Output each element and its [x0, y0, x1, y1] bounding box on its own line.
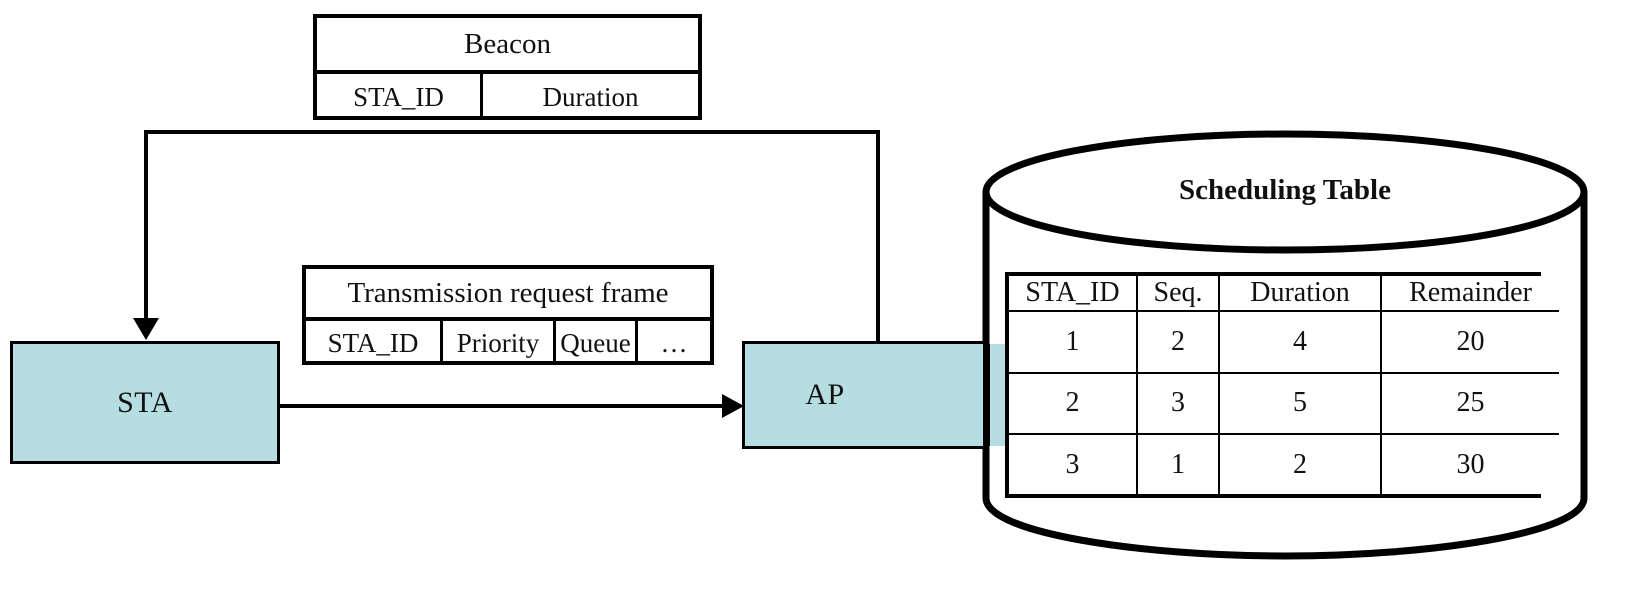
cell-duration: 5: [1218, 371, 1382, 436]
column-header-seq: Seq.: [1136, 276, 1220, 312]
request-field-priority: Priority: [443, 321, 556, 365]
table-row: 1 2 4 20: [1009, 310, 1559, 374]
beacon-field-sta-id: STA_ID: [317, 74, 483, 120]
ap-node[interactable]: AP: [742, 341, 1012, 449]
cell-remainder: 25: [1380, 371, 1559, 436]
cell-remainder: 20: [1380, 310, 1559, 374]
scheduling-table-title: Scheduling Table: [1179, 174, 1391, 206]
table-row: 2 3 5 25: [1009, 371, 1559, 436]
cell-seq: 2: [1136, 310, 1220, 374]
request-field-sta-id: STA_ID: [306, 321, 443, 365]
cell-sta-id: 3: [1009, 433, 1138, 494]
cell-duration: 4: [1218, 310, 1382, 374]
sta-node[interactable]: STA: [10, 341, 280, 464]
ap-node-label: AP: [805, 378, 845, 411]
scheduling-table: STA_ID Seq. Duration Remainder 1 2 4 20 …: [1005, 272, 1559, 498]
request-arrow-line: [278, 404, 728, 408]
request-field-ellipsis: …: [660, 327, 688, 358]
cell-sta-id: 1: [1009, 310, 1138, 374]
column-header-sta-id: STA_ID: [1009, 276, 1138, 312]
column-header-remainder: Remainder: [1380, 276, 1559, 312]
request-arrow-head: [722, 394, 744, 418]
beacon-arrow-vertical-right: [876, 130, 880, 343]
request-field-queue: Queue: [556, 321, 638, 365]
transmission-request-frame: Transmission request frame STA_ID Priori…: [302, 265, 714, 365]
scheduling-table-grid: STA_ID Seq. Duration Remainder 1 2 4 20 …: [1009, 276, 1559, 494]
column-header-duration: Duration: [1218, 276, 1382, 312]
table-row: 3 1 2 30: [1009, 433, 1559, 494]
beacon-field-duration: Duration: [542, 81, 639, 112]
beacon-frame-title: Beacon: [317, 18, 698, 74]
cell-sta-id: 2: [1009, 371, 1138, 436]
transmission-request-frame-title: Transmission request frame: [306, 269, 710, 321]
beacon-arrow-head: [133, 318, 159, 340]
transmission-request-frame-fields: STA_ID Priority Queue …: [306, 321, 710, 365]
cylinder-left-wall-overlay: [983, 344, 990, 446]
cell-duration: 2: [1218, 433, 1382, 494]
cell-seq: 1: [1136, 433, 1220, 494]
cell-remainder: 30: [1380, 433, 1559, 494]
beacon-arrow-vertical-left: [144, 130, 148, 322]
beacon-arrow-horizontal: [144, 130, 880, 134]
cell-seq: 3: [1136, 371, 1220, 436]
beacon-frame: Beacon STA_ID Duration: [313, 14, 702, 120]
beacon-frame-fields: STA_ID Duration: [317, 74, 698, 120]
sta-node-label: STA: [117, 385, 173, 419]
table-header-row: STA_ID Seq. Duration Remainder: [1009, 276, 1559, 312]
